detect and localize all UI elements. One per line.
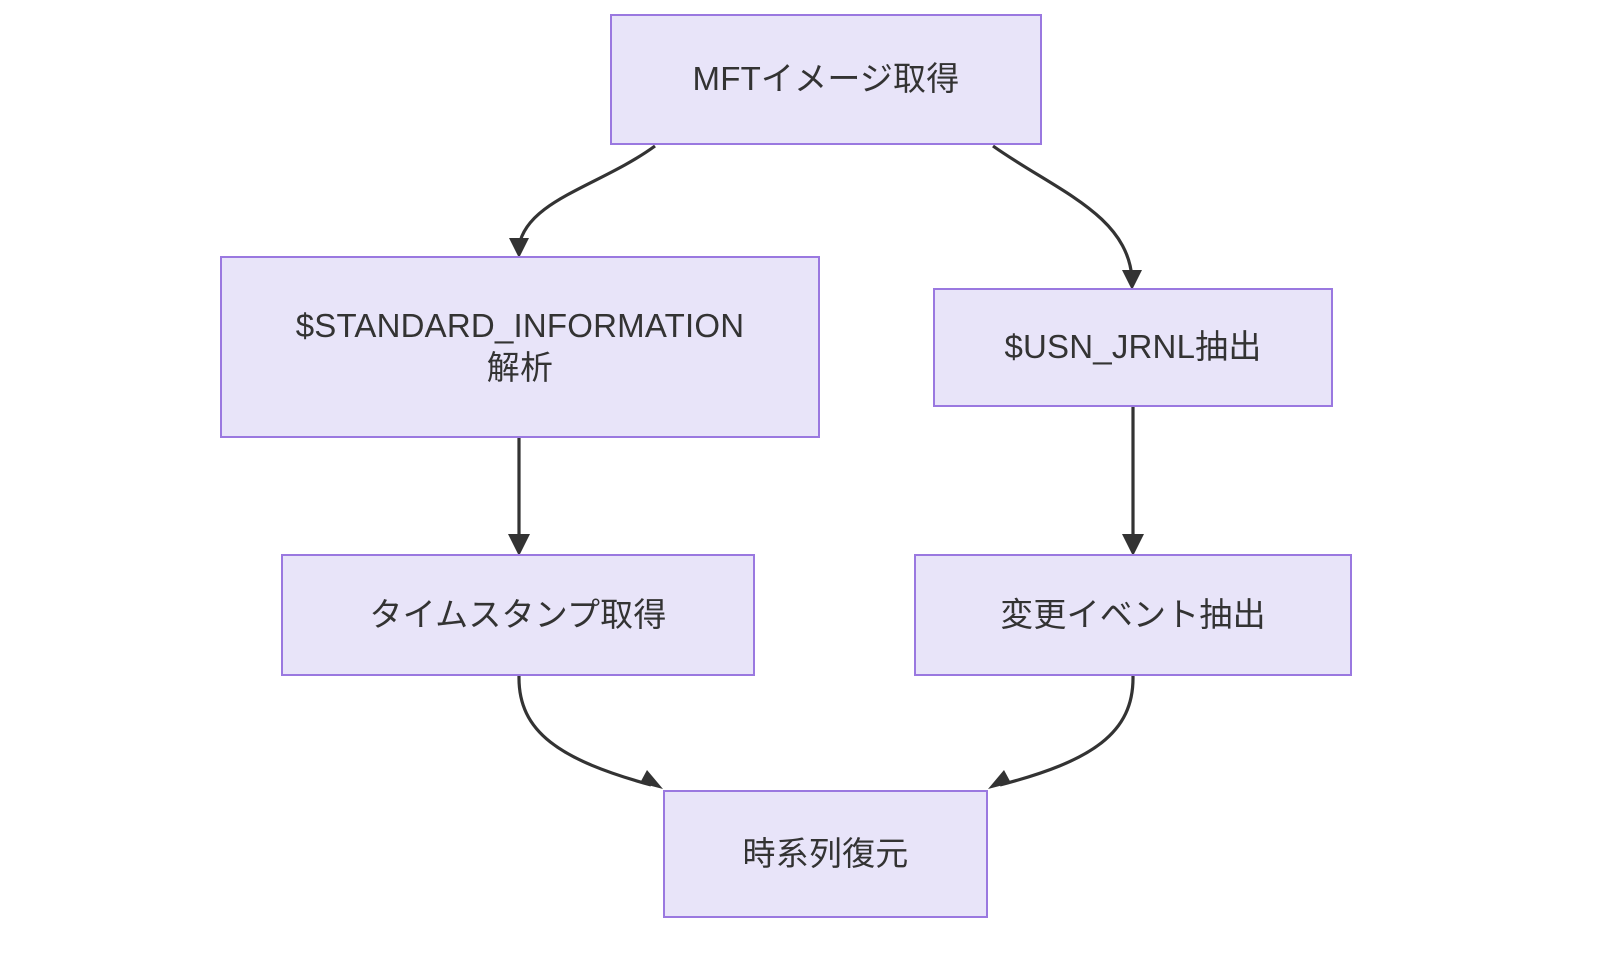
arrow-head-icon bbox=[508, 534, 530, 556]
node-standard-information[interactable]: $STANDARD_INFORMATION 解析 bbox=[220, 256, 820, 438]
edge-mft-to-standard-information bbox=[509, 144, 656, 258]
arrow-head-icon bbox=[1122, 270, 1142, 290]
edge-change-event-to-timeline-restore bbox=[988, 675, 1135, 789]
edge-timestamp-to-timeline-restore bbox=[517, 675, 663, 789]
node-change-event[interactable]: 変更イベント抽出 bbox=[914, 554, 1352, 676]
node-timeline-restore[interactable]: 時系列復元 bbox=[663, 790, 988, 918]
arrow-head-icon bbox=[640, 770, 663, 789]
node-timestamp[interactable]: タイムスタンプ取得 bbox=[281, 554, 755, 676]
edge-usn-jrnl-to-change-event bbox=[1122, 407, 1144, 556]
arrow-head-icon bbox=[509, 238, 529, 258]
arrow-head-icon bbox=[988, 770, 1011, 789]
edge-standard-information-to-timestamp bbox=[508, 438, 530, 556]
arrow-head-icon bbox=[1122, 534, 1144, 556]
edge-mft-to-usn-jrnl bbox=[992, 144, 1142, 290]
node-usn-jrnl[interactable]: $USN_JRNL抽出 bbox=[933, 288, 1333, 407]
node-mft-image[interactable]: MFTイメージ取得 bbox=[610, 14, 1042, 145]
